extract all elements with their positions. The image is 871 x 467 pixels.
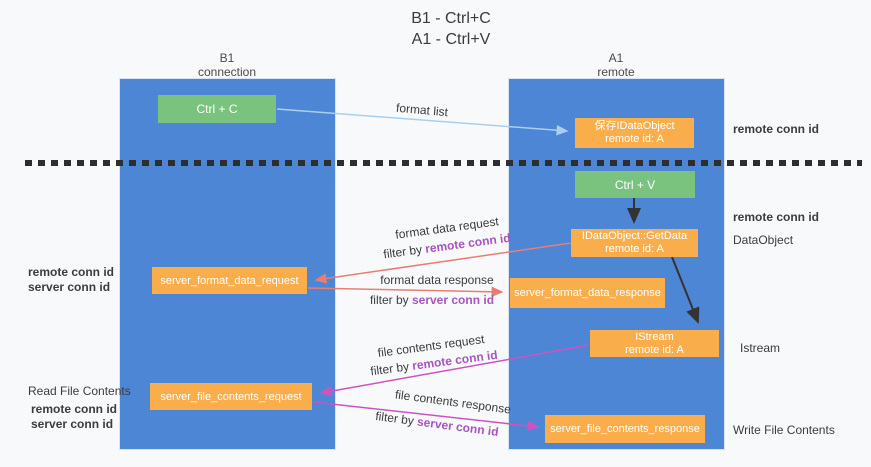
arrow-format-data-response <box>307 286 504 298</box>
diagram-title: B1 - Ctrl+C A1 - Ctrl+V <box>411 8 491 50</box>
istream-label: Istream <box>740 341 781 355</box>
filter-by-text: filter by <box>374 408 419 429</box>
label-file-contents-response: file contents response <box>394 387 512 417</box>
title-line-2: A1 - Ctrl+V <box>411 31 491 48</box>
left-server-conn-id-1: server conn id <box>28 280 111 294</box>
server-format-data-request-box: server_format_data_request <box>152 267 307 294</box>
ctrl-c-box: Ctrl + C <box>158 95 276 123</box>
left-server-conn-id-2: server conn id <box>31 417 114 431</box>
server-file-contents-response-box: server_file_contents_response <box>545 415 705 443</box>
server-format-data-response-label: server_format_data_response <box>514 287 661 299</box>
istream-line2: remote id: A <box>625 343 684 356</box>
write-file-contents-label: Write File Contents <box>733 423 835 437</box>
server-file-contents-request-label: server_file_contents_request <box>160 390 302 403</box>
server-conn-id-text: server conn id <box>416 414 500 440</box>
lifeline-b1-name: B1 <box>219 51 235 65</box>
right-remote-conn-id-top: remote conn id <box>733 122 820 136</box>
right-remote-conn-id-mid: remote conn id <box>733 210 820 224</box>
saved-dataobject-box: 保存IDataObject remote id: A <box>575 118 694 148</box>
ctrl-v-box: Ctrl + V <box>575 171 695 198</box>
server-format-data-request-label: server_format_data_request <box>160 274 299 287</box>
server-format-data-response-box: server_format_data_response <box>510 278 665 308</box>
label-format-data-response: format data response <box>380 273 494 287</box>
lifeline-a1-role: remote <box>597 65 635 79</box>
server-file-contents-request-box: server_file_contents_request <box>150 383 312 410</box>
lifeline-b1-role: connection <box>197 65 257 79</box>
label-format-list: format list <box>395 100 449 120</box>
left-remote-conn-id-2: remote conn id <box>31 402 118 416</box>
title-line-1: B1 - Ctrl+C <box>411 10 491 27</box>
istream-line1: IStream <box>635 330 674 343</box>
left-remote-conn-id-1: remote conn id <box>28 265 115 279</box>
ctrl-c-label: Ctrl + C <box>196 102 238 116</box>
server-conn-id-text: server conn id <box>411 293 495 307</box>
getdata-box: IDataObject::GetData remote id: A <box>571 229 698 257</box>
dataobject-label: DataObject <box>733 233 794 247</box>
istream-box: IStream remote id: A <box>590 330 719 357</box>
lifeline-header-a1: A1 remote <box>597 51 634 79</box>
saved-dataobject-line2: remote id: A <box>605 133 664 145</box>
server-file-contents-response-label: server_file_contents_response <box>550 423 700 435</box>
dashed-divider <box>25 160 862 166</box>
lifeline-header-b1: B1 connection <box>198 51 256 79</box>
filter-by-text: filter by <box>369 358 414 379</box>
getdata-line2: remote id: A <box>605 243 664 255</box>
filter-by-text: filter by <box>369 293 412 307</box>
saved-dataobject-line1: 保存IDataObject <box>594 120 675 132</box>
label-filter-server-2: filter by server conn id <box>375 409 500 439</box>
read-file-contents-label: Read File Contents <box>28 384 131 398</box>
lifeline-a1-name: A1 <box>608 51 624 65</box>
getdata-line1: IDataObject::GetData <box>581 230 688 242</box>
filter-by-text: filter by <box>382 241 427 262</box>
label-filter-server-1: filter by server conn id <box>370 293 494 307</box>
ctrl-v-label: Ctrl + V <box>614 177 656 192</box>
